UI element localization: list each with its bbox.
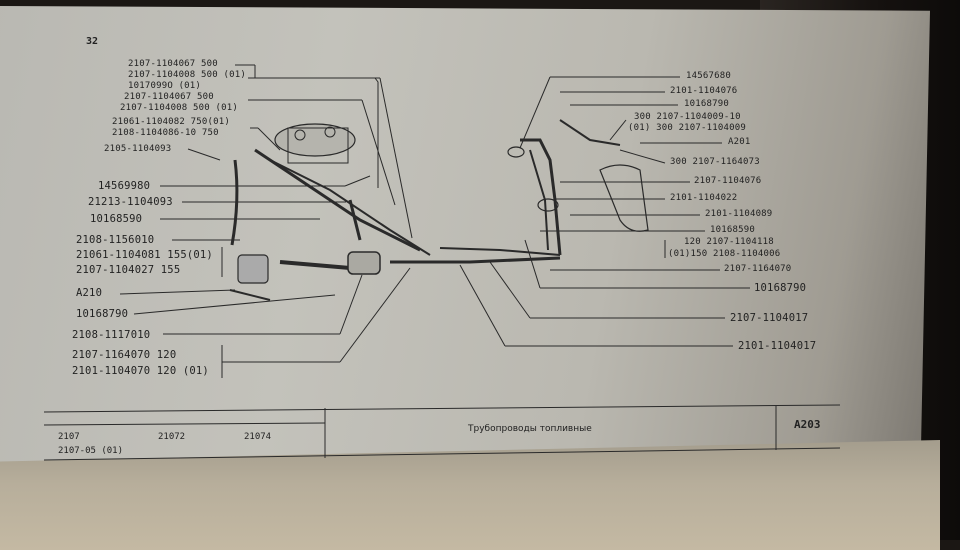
part-label: 2107-1104017 xyxy=(730,312,809,324)
part-label: 1017099O (01) xyxy=(128,81,202,91)
model-code: 21074 xyxy=(244,432,272,442)
page-number: 32 xyxy=(86,36,99,47)
part-label: 2108-1156010 xyxy=(76,234,155,246)
part-label: 2101-1104022 xyxy=(670,193,738,203)
part-label: A201 xyxy=(728,137,751,147)
part-label: 2107-1104027 155 xyxy=(76,264,181,276)
part-label: 2101-1104089 xyxy=(705,209,773,219)
model-code: 2107 xyxy=(58,432,80,442)
part-label: 2101-1104076 xyxy=(670,86,738,96)
model-code: 2107-05 (01) xyxy=(58,446,124,456)
part-label: 300 2107-1164073 xyxy=(670,157,760,167)
part-label: 14567680 xyxy=(686,71,731,81)
part-label: (01) 300 2107-1104009 xyxy=(628,123,746,133)
part-label: 2101-1104017 xyxy=(738,340,817,352)
part-label: 21061-1104082 750(01) xyxy=(112,117,230,127)
part-label: 14569980 xyxy=(98,180,151,192)
part-label: 2107-1104067 500 xyxy=(128,59,218,69)
part-label: A210 xyxy=(76,287,103,299)
part-label: 2107-1104067 500 xyxy=(124,92,214,102)
sheet-code: A203 xyxy=(794,418,821,431)
manual-page xyxy=(0,6,930,476)
part-label: 2107-1164070 xyxy=(724,264,792,274)
part-label: 10168790 xyxy=(76,308,129,320)
part-label: 2107-1104008 500 (01) xyxy=(120,103,238,113)
part-label: 120 2107-1104118 xyxy=(684,237,774,247)
part-label: 10168790 xyxy=(684,99,729,109)
part-label: 21061-1104081 155(01) xyxy=(76,249,213,261)
sheet-title: Трубопроводы топливные xyxy=(468,424,592,434)
part-label: 2108-1117010 xyxy=(72,329,151,341)
part-label: 10168790 xyxy=(754,282,807,294)
part-label: 2107-1104008 500 (01) xyxy=(128,70,246,80)
part-label: 2105-1104093 xyxy=(104,144,172,154)
model-code: 21072 xyxy=(158,432,186,442)
part-label: 300 2107-1104009-10 xyxy=(634,112,741,122)
part-label: 2107-1164070 120 xyxy=(72,349,177,361)
part-label: 2101-1104070 120 (01) xyxy=(72,365,209,377)
part-label: 2107-1104076 xyxy=(694,176,762,186)
part-label: 21213-1104093 xyxy=(88,196,173,208)
part-label: (01)150 2108-1104006 xyxy=(668,249,781,259)
part-label: 10168590 xyxy=(90,213,143,225)
part-label: 10168590 xyxy=(710,225,755,235)
part-label: 2108-1104086-10 750 xyxy=(112,128,219,138)
